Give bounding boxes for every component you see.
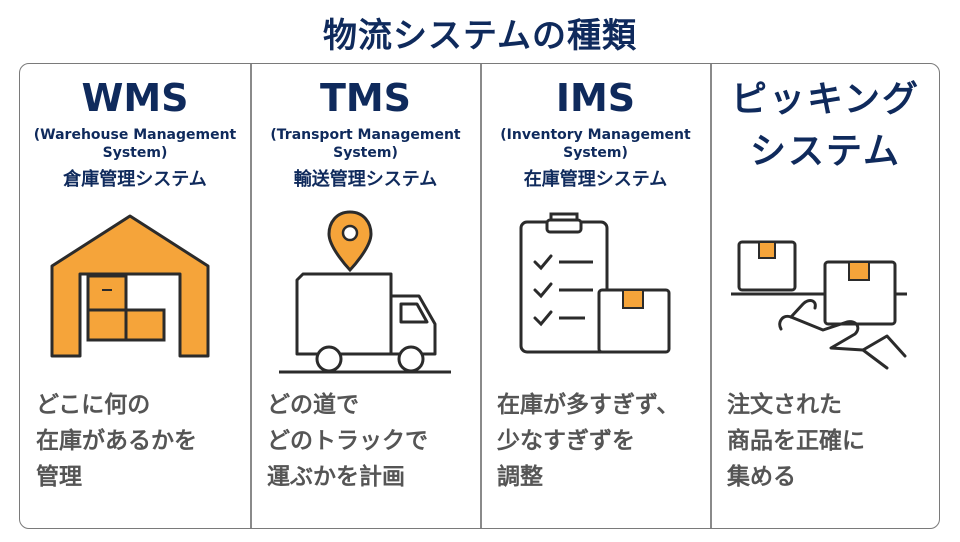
- picking-title: ピッキング システム: [711, 74, 940, 178]
- tms-desc-line: どの道で: [267, 392, 359, 418]
- clipboard-icon: [519, 212, 671, 354]
- ims-abbr: IMS: [555, 76, 636, 120]
- ims-desc-line: 調整: [497, 464, 543, 490]
- picking-desc-line: 商品を正確に: [727, 428, 865, 454]
- truck-icon: [279, 210, 451, 374]
- picking-column: ピッキング システム 注文された 商品を正確に 集める: [711, 64, 940, 528]
- wms-description: どこに何の 在庫があるかを 管理: [36, 387, 236, 495]
- page-title: 物流システムの種類: [323, 16, 637, 56]
- wms-column: WMS (Warehouse Management System) 倉庫管理シス…: [20, 64, 250, 528]
- ims-full-line1: (Inventory Management: [500, 127, 691, 143]
- column-divider: [250, 64, 252, 528]
- ims-desc-line: 在庫が多すぎず、: [497, 392, 680, 418]
- picking-description: 注文された 商品を正確に 集める: [727, 387, 927, 495]
- wms-full-line2: System): [102, 145, 168, 161]
- tms-abbr: TMS: [319, 76, 412, 120]
- picking-title-line1: ピッキング: [731, 79, 920, 120]
- column-divider: [710, 64, 712, 528]
- warehouse-icon: [50, 214, 210, 358]
- ims-jp-name: 在庫管理システム: [523, 169, 668, 190]
- tms-full-line2: System): [333, 145, 398, 161]
- ims-desc-line: 少なすぎずを: [497, 428, 635, 454]
- tms-full-name: (Transport Management System): [251, 126, 480, 162]
- wms-full-line1: (Warehouse Management: [33, 127, 237, 143]
- hand-box-icon: [731, 240, 907, 370]
- picking-desc-line: 集める: [727, 464, 796, 490]
- wms-jp-name: 倉庫管理システム: [63, 169, 207, 190]
- wms-full-name: (Warehouse Management System): [20, 126, 250, 162]
- ims-description: 在庫が多すぎず、 少なすぎずを 調整: [497, 387, 697, 495]
- wms-desc-line: どこに何の: [36, 392, 151, 418]
- ims-full-line2: System): [563, 145, 628, 161]
- column-divider: [480, 64, 482, 528]
- tms-jp-name: 輸送管理システム: [293, 169, 438, 190]
- ims-full-name: (Inventory Management System): [481, 126, 710, 162]
- systems-panel: [19, 63, 940, 529]
- wms-desc-line: 在庫があるかを: [36, 428, 197, 454]
- wms-desc-line: 管理: [36, 464, 82, 490]
- tms-full-line1: (Transport Management: [270, 127, 461, 143]
- picking-desc-line: 注文された: [727, 392, 842, 418]
- picking-title-line2: システム: [750, 131, 901, 172]
- tms-column: TMS (Transport Management System) 輸送管理シス…: [251, 64, 480, 528]
- wms-abbr: WMS: [81, 76, 189, 120]
- tms-desc-line: どのトラックで: [267, 428, 428, 454]
- tms-description: どの道で どのトラックで 運ぶかを計画: [267, 387, 467, 495]
- tms-desc-line: 運ぶかを計画: [267, 464, 405, 490]
- ims-column: IMS (Inventory Management System) 在庫管理シス…: [481, 64, 710, 528]
